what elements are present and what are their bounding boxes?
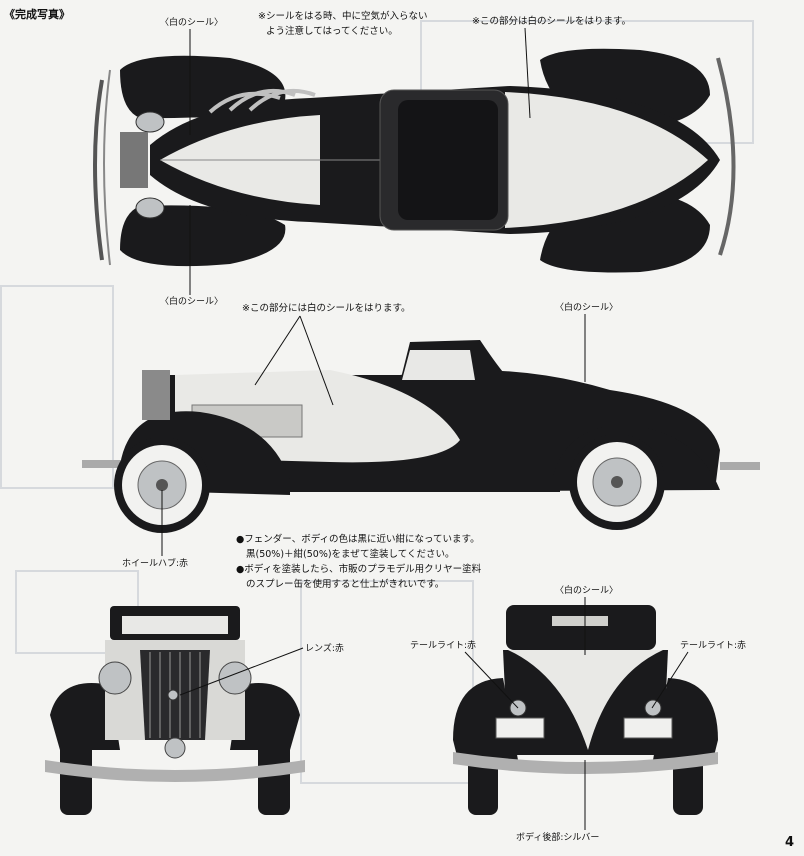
lens-label: レンズ:赤	[305, 644, 344, 654]
paint-note-line2: 黒(50%)＋紺(50%)をまぜて塗装してください。	[246, 549, 455, 560]
tail-light-left-label: テールライト:赤	[410, 641, 477, 651]
page-number: 4	[784, 835, 794, 850]
top-white-seal-note: ※この部分は白のシールをはります。	[472, 16, 632, 27]
rear-seal-label: 〈白のシール〉	[555, 586, 619, 596]
page-heading: 《完成写真》	[4, 8, 70, 21]
air-note-line1: ※シールをはる時、中に空気が入らない	[258, 11, 428, 22]
rear-view-figure	[453, 605, 718, 815]
paint-note-line3: ●ボディを塗装したら、市販のプラモデル用クリヤー塗料	[236, 564, 482, 575]
paint-note-line4: のスプレー缶を使用すると仕上がきれいです。	[246, 579, 445, 590]
side-view-figure	[82, 340, 760, 533]
paint-note-line1: ●フェンダー、ボディの色は黒に近い紺になっています。	[236, 534, 480, 545]
tail-light-right-label: テールライト:赤	[680, 641, 747, 651]
side-white-seal-note: ※この部分には白のシールをはります。	[242, 303, 411, 314]
top-seal-label-lower: 〈白のシール〉	[160, 297, 224, 307]
front-view-figure	[45, 606, 305, 815]
body-rear-label: ボディ後部:シルバー	[516, 833, 600, 843]
air-note-line2: よう注意してはってください。	[266, 26, 398, 37]
top-seal-label-upper: 〈白のシール〉	[160, 18, 224, 28]
wheel-hub-label: ホイールハブ:赤	[122, 559, 189, 569]
top-view-figure	[93, 48, 736, 273]
side-seal-label: 〈白のシール〉	[555, 303, 619, 313]
